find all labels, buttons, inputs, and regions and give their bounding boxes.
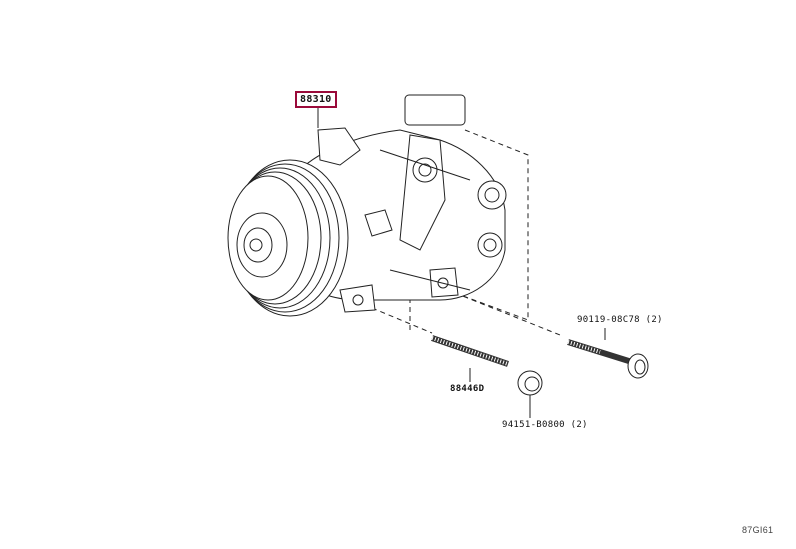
part-label-88310[interactable]: 88310 (295, 91, 337, 108)
figure-id: 87GI61 (742, 525, 774, 535)
nut-94151 (517, 370, 543, 396)
compressor-body (299, 94, 507, 313)
pulley (227, 159, 349, 317)
stud-88446d (431, 335, 509, 367)
part-label-94151[interactable]: 94151-B0800 (2) (502, 420, 588, 430)
part-label-88446d[interactable]: 88446D (450, 384, 485, 394)
part-label-90119[interactable]: 90119-08C78 (2) (577, 315, 663, 325)
bolt-90119 (567, 339, 649, 379)
